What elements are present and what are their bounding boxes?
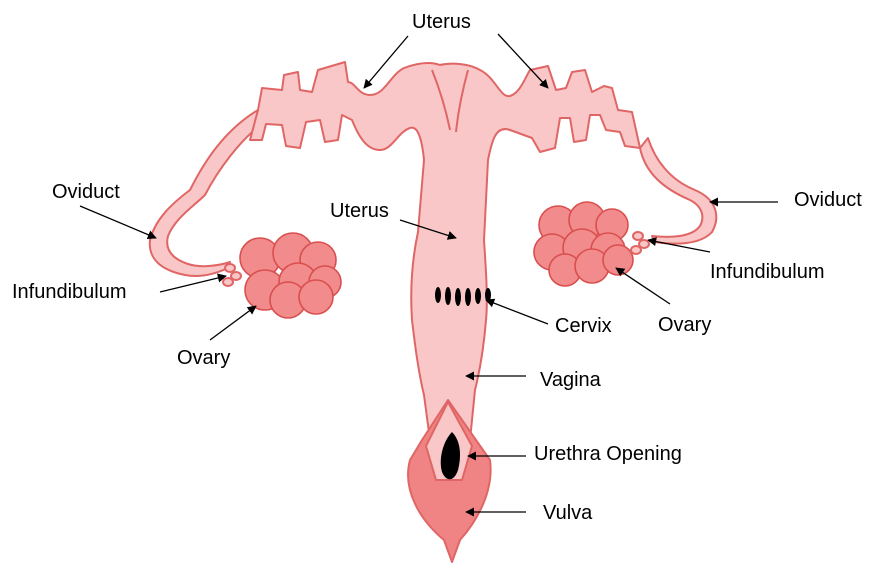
infundibulum-right-fimbriae: [631, 232, 649, 254]
label-ovary-right: Ovary: [658, 315, 711, 335]
pointer-uterus-top-right: [498, 34, 548, 88]
label-infundibulum-right: Infundibulum: [710, 262, 825, 282]
ovary-left: [240, 233, 341, 318]
label-vulva: Vulva: [543, 503, 592, 523]
oviduct-right: [640, 138, 716, 244]
ovary-right: [534, 202, 633, 286]
pointer-ovary-left: [210, 306, 256, 340]
label-infundibulum-left: Infundibulum: [12, 282, 127, 302]
label-urethra-opening: Urethra Opening: [534, 444, 682, 464]
label-oviduct-left: Oviduct: [52, 182, 120, 202]
infundibulum-left-fimbriae: [223, 264, 241, 286]
label-vagina: Vagina: [540, 370, 601, 390]
label-uterus-middle: Uterus: [330, 201, 389, 221]
pointer-cervix: [486, 300, 548, 324]
pointer-oviduct-left: [80, 206, 156, 238]
label-cervix: Cervix: [555, 316, 612, 336]
pointer-ovary-right: [616, 268, 670, 304]
label-ovary-left: Ovary: [177, 348, 230, 368]
label-uterus-top: Uterus: [412, 12, 471, 32]
label-oviduct-right: Oviduct: [794, 190, 862, 210]
pointer-infundibulum-left: [160, 276, 226, 292]
